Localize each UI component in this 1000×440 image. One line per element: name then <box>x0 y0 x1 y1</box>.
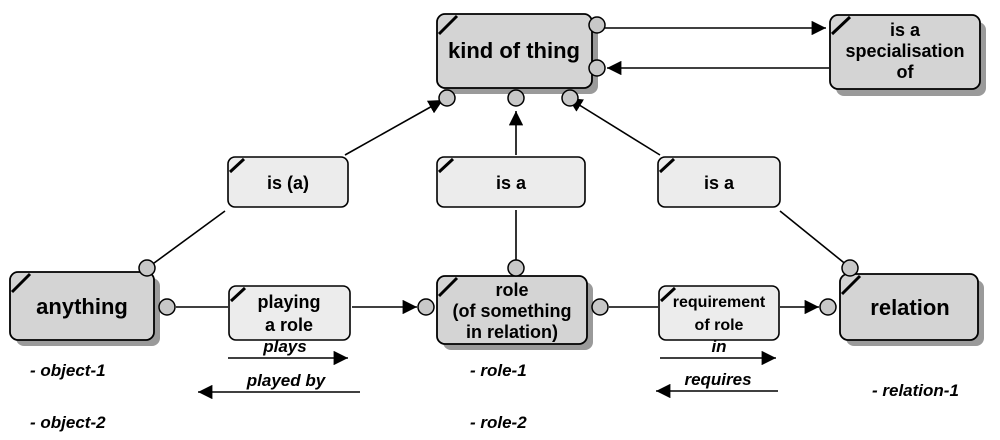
relation-is-a-left: is (a) <box>227 156 349 208</box>
entity-kind-of-thing: kind of thing <box>436 13 598 94</box>
connector-circle <box>158 298 176 316</box>
entity-specialisation: is a specialisation of <box>829 14 986 96</box>
relation-label-line-1: requirement <box>673 294 766 311</box>
entity-label: relation <box>870 295 949 320</box>
relation-label-line-2: a role <box>265 315 313 335</box>
connector-lines <box>149 20 849 400</box>
relation-is-a-right: is a <box>657 156 781 208</box>
connector-circle <box>841 259 859 277</box>
connector-circle <box>417 298 435 316</box>
line-relation-to-is-a-right <box>779 210 849 267</box>
entity-label-line-1: role <box>495 280 528 300</box>
instance-object-2: - object-2 <box>30 413 106 432</box>
entity-label: anything <box>36 294 128 319</box>
corner-mark-icon <box>840 274 862 296</box>
instance-object-1: - object-1 <box>30 361 106 380</box>
instance-relation-1: - relation-1 <box>872 381 959 400</box>
connector-circle <box>438 89 456 107</box>
relation-box <box>436 156 586 208</box>
arrow-is-a-right-to-kind <box>567 97 661 156</box>
connector-circle <box>591 298 609 316</box>
relation-is-a-mid: is a <box>436 156 586 208</box>
corner-mark-icon <box>658 157 676 174</box>
relation-playing-a-role: playing a role <box>228 285 351 341</box>
connector-circle <box>588 59 606 77</box>
relation-box <box>227 156 349 208</box>
connector-circle <box>819 298 837 316</box>
corner-mark-icon <box>228 157 246 174</box>
connector-circle <box>507 89 525 107</box>
arrow-label-in: in <box>711 337 726 356</box>
connector-circle <box>507 259 525 277</box>
connector-circle <box>561 89 579 107</box>
relation-box <box>657 156 781 208</box>
corner-mark-icon <box>830 15 852 36</box>
relation-requirement-of-role: requirement of role <box>658 285 780 341</box>
connector-circles <box>138 16 859 316</box>
relation-label: is a <box>496 173 527 193</box>
entity-label: kind of thing <box>448 38 580 63</box>
connector-circle <box>588 16 606 34</box>
entity-label-line-1: is a <box>890 20 921 40</box>
entity-role: role (of something in relation) <box>436 275 593 350</box>
arrow-label-plays: plays <box>262 337 306 356</box>
entity-box <box>829 14 981 90</box>
relation-label-line-1: playing <box>257 292 320 312</box>
entity-box <box>839 273 979 341</box>
entity-box <box>436 275 588 345</box>
corner-mark-icon <box>437 157 455 174</box>
arrow-label-requires: requires <box>684 370 751 389</box>
relation-box <box>228 285 351 341</box>
instance-role-2: - role-2 <box>470 413 527 432</box>
entity-relation: relation <box>839 273 984 346</box>
entity-label-line-3: in relation) <box>466 322 558 342</box>
entity-anything: anything <box>9 271 160 346</box>
corner-mark-icon <box>10 272 32 294</box>
instance-role-1: - role-1 <box>470 361 527 380</box>
entity-label-line-3: of <box>897 62 915 82</box>
arrow-label-played-by: played by <box>246 371 327 390</box>
connector-circle <box>138 259 156 277</box>
relation-label-line-2: of role <box>695 317 744 334</box>
entity-box <box>9 271 155 341</box>
relation-box <box>658 285 780 341</box>
corner-mark-icon <box>437 276 459 298</box>
arrow-is-a-left-to-kind <box>344 99 444 156</box>
line-anything-to-is-a-left <box>149 210 226 267</box>
relation-label: is a <box>704 173 735 193</box>
entity-label-line-2: (of something <box>453 301 572 321</box>
entity-box <box>436 13 593 89</box>
corner-mark-icon <box>437 14 459 36</box>
corner-mark-icon <box>229 286 247 303</box>
relation-label: is (a) <box>267 173 309 193</box>
corner-mark-icon <box>659 286 677 303</box>
entity-label-line-2: specialisation <box>845 41 964 61</box>
